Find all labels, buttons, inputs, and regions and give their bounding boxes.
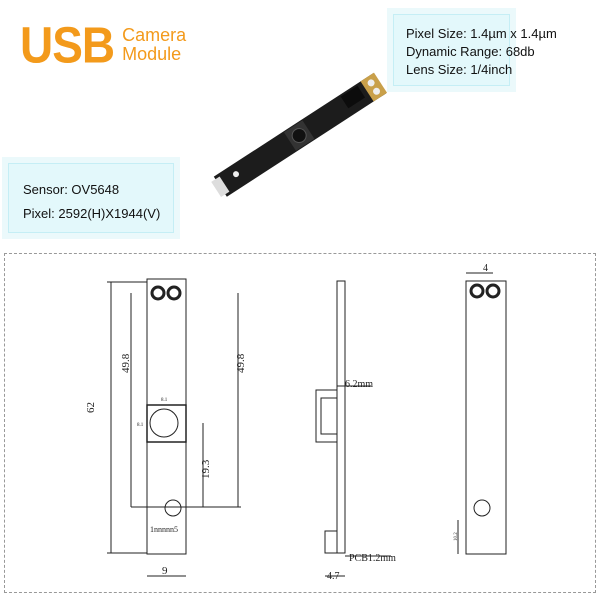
- back-view: 4 10.2: [454, 263, 507, 555]
- logo-usb: USB: [20, 16, 115, 74]
- specs-box-right: Pixel Size: 1.4µm x 1.4µm Dynamic Range:…: [393, 14, 557, 86]
- front-view: 62 49.8 49.8 19.3 8.1 8.1 1nnnnn5 9: [85, 278, 247, 577]
- spec-pixel: Pixel: 2592(H)X1944(V): [23, 206, 161, 221]
- dim-overall: 62: [85, 402, 97, 413]
- dim-hole-spacing: 4: [483, 263, 488, 274]
- side-view: 6.2mm PCB1.2mm 4.7: [315, 280, 396, 582]
- dim-pcb: PCB1.2mm: [349, 553, 396, 564]
- dim-lens-depth: 6.2mm: [345, 379, 373, 390]
- spec-lens-size: Lens Size: 1/4inch: [406, 62, 513, 77]
- logo: USB Camera Module: [20, 16, 186, 74]
- dim-height-left: 49.8: [120, 353, 132, 373]
- dim-lens-w: 8.1: [161, 398, 168, 403]
- dim-width: 9: [162, 565, 168, 577]
- dim-height-right: 49.8: [235, 353, 247, 373]
- dim-connector: 4.7: [327, 571, 340, 582]
- spec-dynamic-range: Dynamic Range: 68db: [406, 44, 535, 59]
- dim-lens-h: 8.1: [137, 423, 144, 428]
- connector-pins: 1nnnnn5: [150, 525, 178, 534]
- camera-module-photo: [211, 72, 388, 198]
- logo-line2: Module: [122, 44, 182, 64]
- logo-line1: Camera: [122, 25, 187, 45]
- logo-subtitle: Camera Module: [122, 26, 186, 64]
- specs-box-left: Sensor: OV5648 Pixel: 2592(H)X1944(V): [8, 163, 174, 233]
- dim-lens-to-hole: 19.3: [200, 459, 212, 479]
- dim-bottom: 10.2: [454, 532, 459, 541]
- spec-sensor: Sensor: OV5648: [23, 182, 120, 197]
- dimension-drawing: 62 49.8 49.8 19.3 8.1 8.1 1nnnnn5 9 6.2m…: [4, 253, 596, 593]
